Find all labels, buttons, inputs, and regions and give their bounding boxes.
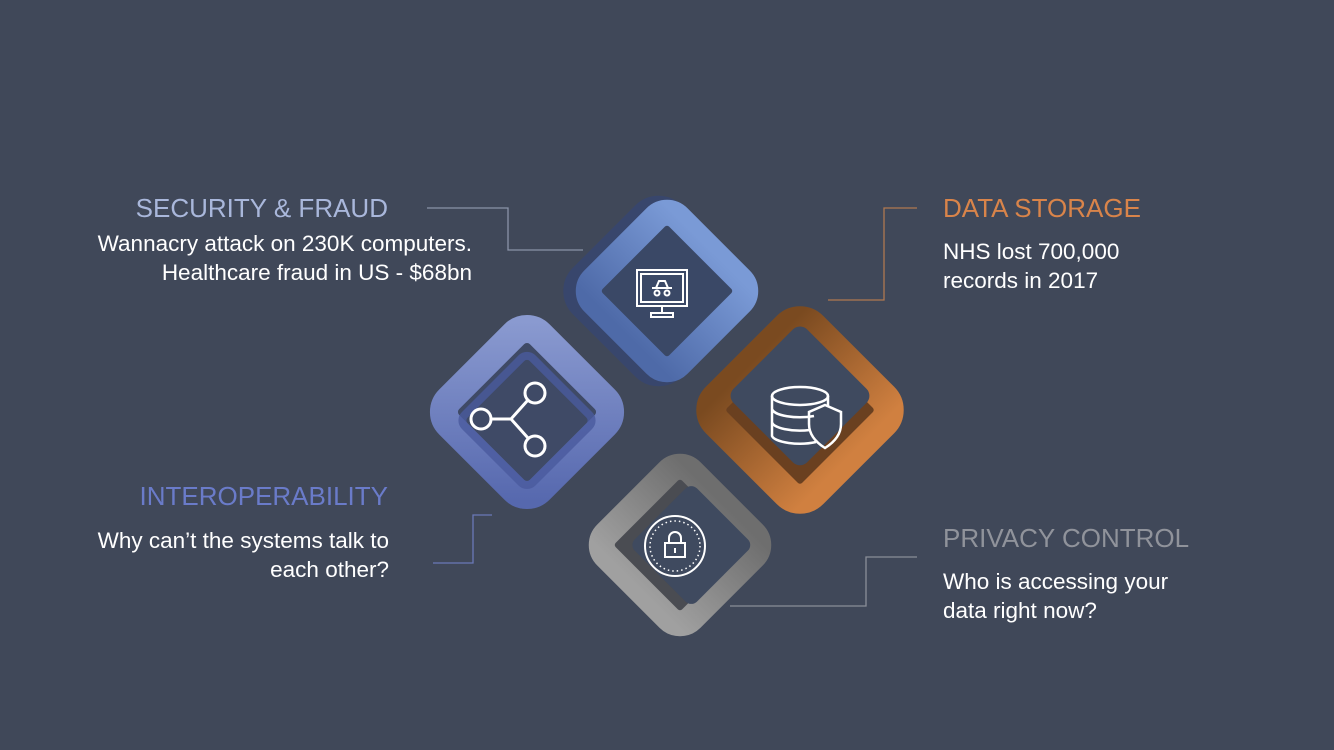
lock-circle-icon	[644, 515, 706, 577]
privacy-text: Who is accessing your data right now?	[943, 567, 1168, 625]
interop-line2: each other?	[270, 557, 389, 582]
security-diamond	[563, 195, 759, 387]
storage-diamond	[696, 306, 904, 514]
database-shield-icon	[770, 385, 843, 450]
security-text: Wannacry attack on 230K computers. Health…	[98, 229, 472, 287]
storage-title: DATA STORAGE	[943, 193, 1141, 223]
storage-line1: NHS lost 700,000	[943, 239, 1120, 264]
privacy-diamond	[588, 453, 772, 637]
security-line1: Wannacry attack on 230K computers.	[97, 231, 472, 256]
interop-diamond	[429, 314, 625, 510]
privacy-title: PRIVACY CONTROL	[943, 523, 1190, 553]
connector-security	[427, 207, 583, 251]
interop-text: Why can’t the systems talk to each other?	[98, 526, 389, 584]
connector-interop	[433, 514, 492, 564]
interop-line1: Why can’t the systems talk to	[97, 528, 389, 553]
security-title: SECURITY & FRAUD	[135, 193, 388, 223]
connector-storage	[828, 207, 917, 301]
connector-privacy	[730, 556, 917, 607]
security-line2: Healthcare fraud in US - $68bn	[161, 260, 472, 285]
storage-text: NHS lost 700,000 records in 2017	[943, 237, 1119, 295]
monitor-spy-icon	[636, 269, 688, 318]
privacy-line1: Who is accessing your	[943, 569, 1169, 594]
connector-lines	[427, 207, 917, 607]
privacy-line2: data right now?	[943, 598, 1097, 623]
share-nodes-icon	[469, 381, 547, 458]
interop-title: INTEROPERABILITY	[139, 481, 389, 511]
storage-line2: records in 2017	[943, 268, 1099, 293]
